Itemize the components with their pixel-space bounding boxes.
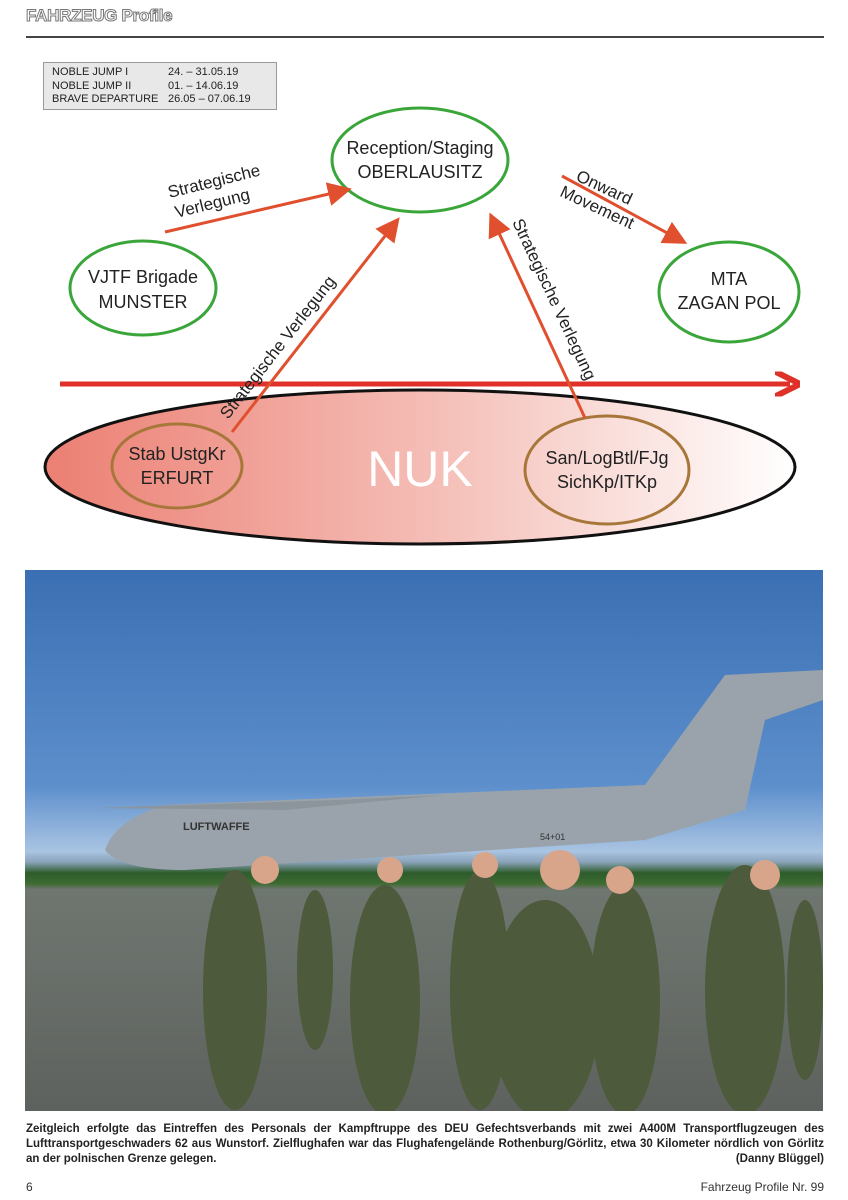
arrow-stab-reception — [230, 217, 400, 433]
exercise-name: BRAVE DEPARTURE — [52, 93, 159, 105]
arrow-san-reception — [488, 212, 587, 419]
date-row: BRAVE DEPARTURE 26.05 – 07.06.19 — [52, 93, 268, 107]
stab-node — [110, 422, 244, 510]
exercise-range: 24. – 31.05.19 — [168, 66, 239, 78]
mta-node — [657, 240, 801, 344]
reception-node — [330, 106, 510, 214]
date-row: NOBLE JUMP II 01. – 14.06.19 — [52, 80, 268, 94]
arrow-vjtf-reception — [164, 182, 352, 234]
node-label: MTA — [711, 269, 748, 289]
exercise-name: NOBLE JUMP I — [52, 66, 129, 78]
photo-credit: (Danny Blüggel) — [735, 1153, 824, 1165]
aircraft-illustration: LUFTWAFFE 54+01 — [95, 670, 823, 1111]
publication-name: Fahrzeug Profile Nr. 99 — [700, 1180, 824, 1194]
caption-text: Zeitgleich erfolgte das Eintreffen des P… — [26, 1123, 824, 1165]
node-label: San/LogBtl/FJg — [545, 448, 668, 468]
exercise-dates-box: NOBLE JUMP I 24. – 31.05.19 NOBLE JUMP II… — [43, 62, 277, 110]
arrow-label: Strategische Verlegung — [508, 216, 600, 383]
arrow-onward — [561, 174, 688, 244]
aircraft-marking: LUFTWAFFE — [183, 821, 250, 833]
node-label: ZAGAN POL — [677, 293, 780, 313]
exercise-range: 26.05 – 07.06.19 — [168, 93, 251, 105]
node-label: OBERLAUSITZ — [357, 162, 482, 182]
nuk-ellipse — [43, 388, 797, 546]
node-label: Stab UstgKr — [128, 444, 225, 464]
date-row: NOBLE JUMP I 24. – 31.05.19 — [52, 66, 268, 80]
header-rule — [26, 36, 824, 38]
photo-a400m-soldiers: LUFTWAFFE 54+01 — [25, 570, 823, 1111]
photo-caption: Zeitgleich erfolgte das Eintreffen des P… — [26, 1122, 824, 1167]
aircraft-serial: 54+01 — [540, 832, 565, 842]
san-node — [523, 414, 691, 526]
exercise-name: NOBLE JUMP II — [52, 79, 132, 92]
node-label: Reception/Staging — [346, 138, 493, 158]
node-label: SichKp/ITKp — [557, 472, 657, 492]
magazine-header: FAHRZEUG Profile — [25, 6, 173, 26]
node-label: ERFURT — [141, 468, 214, 488]
nuk-label: NUK — [367, 441, 473, 497]
node-label: MUNSTER — [99, 292, 188, 312]
node-label: VJTF Brigade — [88, 267, 198, 287]
vjtf-node — [68, 239, 218, 337]
page-number: 6 — [26, 1180, 33, 1194]
exercise-range: 01. – 14.06.19 — [168, 79, 239, 92]
